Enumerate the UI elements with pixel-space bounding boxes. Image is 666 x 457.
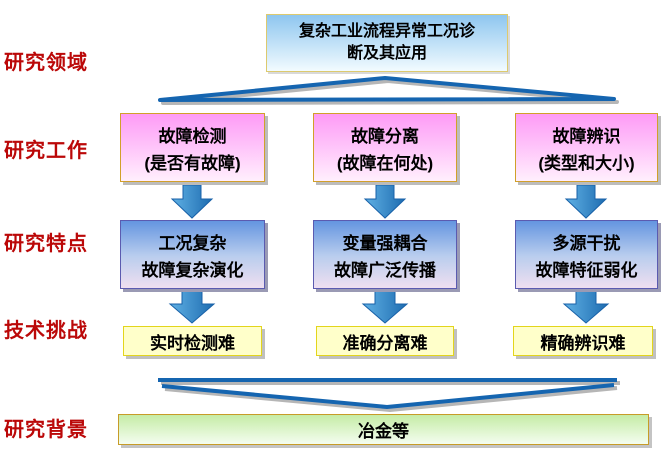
challenge-box-realtime-detection: 实时检测难 — [123, 326, 262, 356]
work-box-fault-isolation: 故障分离 (故障在何处) — [313, 113, 457, 182]
work-box-fault-identification: 故障辨识 (类型和大小) — [515, 113, 658, 182]
row-label-research-field: 研究领域 — [4, 52, 88, 74]
row-label-tech-challenge: 技术挑战 — [4, 320, 88, 342]
feature-box-strong-coupling: 变量强耦合 故障广泛传播 — [313, 220, 457, 289]
research-background-box: 冶金等 — [118, 414, 649, 445]
down-arrow-icon — [363, 184, 407, 219]
challenge-box-precise-identification: 精确辨识难 — [513, 326, 653, 356]
feature-box-line2: 故障广泛传播 — [334, 261, 436, 280]
feature-box-line1: 工况复杂 — [158, 234, 227, 253]
challenge-box-accurate-isolation: 准确分离难 — [316, 326, 454, 356]
work-box-subtitle: (故障在何处) — [336, 154, 434, 173]
feature-box-line1: 多源干扰 — [552, 234, 621, 253]
spread-connector-shadow — [161, 79, 619, 105]
work-box-title: 故障分离 — [351, 127, 419, 146]
feature-box-complex-condition: 工况复杂 故障复杂演化 — [120, 220, 265, 289]
work-box-subtitle: (是否有故障) — [144, 154, 241, 173]
work-box-title: 故障辨识 — [552, 127, 621, 146]
converge-vee — [161, 383, 615, 409]
down-arrow-icon — [170, 184, 214, 219]
work-box-title: 故障检测 — [158, 127, 227, 146]
down-arrow-icon — [361, 289, 409, 324]
down-arrow-icon — [562, 289, 610, 324]
research-field-line1: 复杂工业流程异常工况诊 — [298, 23, 475, 40]
feature-box-multi-source-disturbance: 多源干扰 故障特征弱化 — [515, 220, 658, 289]
feature-box-line2: 故障特征弱化 — [535, 261, 638, 280]
down-arrow-icon — [168, 289, 216, 324]
row-label-research-work: 研究工作 — [4, 140, 88, 162]
research-field-line2: 断及其应用 — [346, 45, 427, 62]
work-box-subtitle: (类型和大小) — [538, 154, 635, 173]
converge-vee-shadow — [164, 386, 618, 412]
feature-box-line2: 故障复杂演化 — [141, 261, 244, 280]
row-label-research-background: 研究背景 — [4, 419, 88, 441]
down-arrow-icon — [564, 184, 608, 219]
spread-connector — [158, 76, 616, 102]
feature-box-line1: 变量强耦合 — [342, 234, 428, 253]
research-field-box: 复杂工业流程异常工况诊 断及其应用 — [266, 14, 508, 72]
work-box-fault-detection: 故障检测 (是否有故障) — [120, 113, 265, 182]
row-label-research-feature: 研究特点 — [4, 233, 88, 255]
